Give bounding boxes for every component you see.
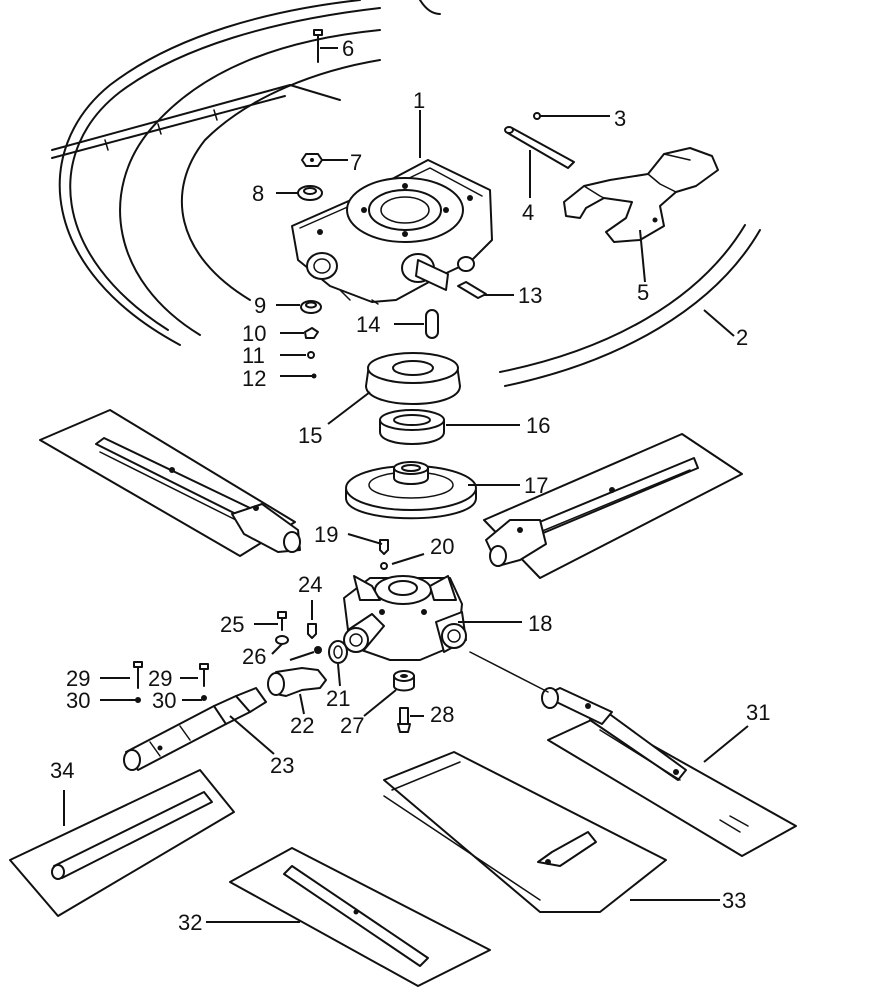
callout-6: 6 xyxy=(342,36,354,61)
callout-34: 34 xyxy=(50,758,74,783)
grease-fitting-19 xyxy=(379,539,389,555)
nut-30-left xyxy=(135,697,141,703)
callout-30-left: 30 xyxy=(66,688,90,713)
bar-bag-31 xyxy=(229,847,491,987)
callout-2: 2 xyxy=(736,325,748,350)
callout-5: 5 xyxy=(637,280,649,305)
callout-22: 22 xyxy=(290,713,314,738)
callout-13: 13 xyxy=(518,283,542,308)
washer-20 xyxy=(380,562,388,570)
cross-hub-18 xyxy=(343,575,467,661)
bracket-5 xyxy=(563,147,719,243)
callout-24: 24 xyxy=(298,572,322,597)
key-13 xyxy=(457,281,487,299)
grease-fitting-24 xyxy=(307,623,317,639)
callout-14: 14 xyxy=(356,312,380,337)
callout-4: 4 xyxy=(522,200,534,225)
callout-20: 20 xyxy=(430,534,454,559)
callout-18: 18 xyxy=(528,611,552,636)
callout-3: 3 xyxy=(614,106,626,131)
nut-30-right xyxy=(201,695,207,701)
callout-33: 33 xyxy=(722,888,746,913)
assembly-axis-line xyxy=(469,651,549,693)
callout-17: 17 xyxy=(524,473,548,498)
nut-7 xyxy=(301,153,323,167)
callout-8: 8 xyxy=(252,181,264,206)
callout-29-right: 29 xyxy=(148,666,172,691)
callout-12: 12 xyxy=(242,366,266,391)
blade-assembly-upper-right xyxy=(483,433,743,579)
callout-1: 1 xyxy=(413,88,425,113)
rod-bag-34 xyxy=(9,769,235,917)
nut-9 xyxy=(300,300,322,314)
callout-10: 10 xyxy=(242,321,266,346)
elbow-22 xyxy=(267,667,327,697)
bolt-25 xyxy=(277,611,287,631)
callout-23: 23 xyxy=(270,753,294,778)
bolt-28 xyxy=(397,707,411,733)
callout-labels: 6 1 3 7 8 4 5 13 9 14 2 10 11 12 16 15 1… xyxy=(50,36,770,935)
nut-27 xyxy=(393,670,415,692)
callout-15: 15 xyxy=(298,423,322,448)
ring-21 xyxy=(328,640,348,664)
spacer-14 xyxy=(425,309,439,339)
gearbox xyxy=(291,159,493,305)
callout-30-right: 30 xyxy=(152,688,176,713)
callout-11: 11 xyxy=(242,343,265,368)
washer-26 xyxy=(275,635,322,654)
washer-11 xyxy=(307,351,315,359)
callout-27: 27 xyxy=(340,713,364,738)
callout-19: 19 xyxy=(314,522,338,547)
callout-26: 26 xyxy=(242,644,266,669)
callout-28: 28 xyxy=(430,702,454,727)
callout-9: 9 xyxy=(254,293,266,318)
lock-washer-10 xyxy=(304,327,319,339)
bolt-12 xyxy=(305,373,317,379)
callout-7: 7 xyxy=(350,150,362,175)
callout-21: 21 xyxy=(326,686,350,711)
hub-16 xyxy=(379,409,445,445)
callout-32: 31 xyxy=(746,700,770,725)
knife-bag-33 xyxy=(383,751,667,913)
disc-17 xyxy=(345,461,477,520)
blade-arm-23 xyxy=(123,687,267,771)
callout-31: 32 xyxy=(178,910,202,935)
callout-16: 16 xyxy=(526,413,550,438)
blade-assembly-32 xyxy=(541,687,797,857)
blade-assembly-upper-left xyxy=(39,409,301,557)
washer-8 xyxy=(297,185,323,201)
leader-lines xyxy=(63,47,749,923)
bolt-6 xyxy=(313,29,323,63)
bolt-29-right xyxy=(199,663,209,687)
pulley-cover-15 xyxy=(365,352,461,405)
bolt-29-left xyxy=(133,661,143,689)
callout-25: 25 xyxy=(220,612,244,637)
callout-29-left: 29 xyxy=(66,666,90,691)
shaft-4 xyxy=(504,126,575,169)
deck-housing xyxy=(51,0,761,387)
pin-3 xyxy=(533,112,541,120)
